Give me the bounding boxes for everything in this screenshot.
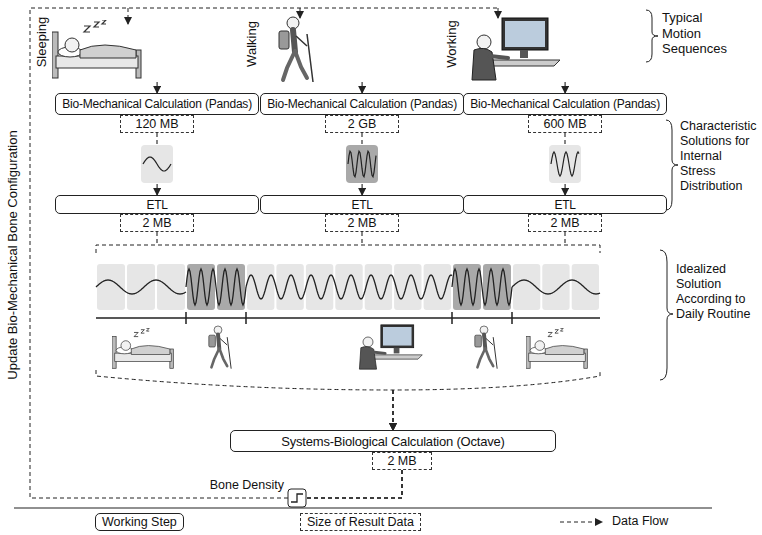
step-icon (291, 494, 303, 502)
stress-wave (551, 152, 579, 176)
size-box: 600 MB (528, 115, 602, 133)
stress-cell (483, 264, 511, 310)
node-text: Bio-Mechanical Calculation (Pandas) (62, 97, 252, 111)
stress-wave (143, 157, 171, 171)
feedback-branch (300, 8, 301, 18)
legend-item: Working Step (95, 513, 184, 531)
annotation-label: Characteristic Solutions for Internal St… (680, 119, 760, 194)
process-box: ETL (260, 195, 464, 214)
node-text: 2 MB (347, 216, 376, 230)
stress-icon (549, 145, 581, 183)
node-text: 2 MB (142, 216, 171, 230)
stress-cell (217, 264, 245, 310)
node-text: ETL (554, 198, 575, 212)
legend-arrow-sample (560, 522, 602, 523)
process-box: Systems-Biological Calculation (Octave) (230, 430, 556, 452)
stress-cell (276, 264, 303, 310)
rotated-label: Working (444, 20, 460, 67)
node-text: Bio-Mechanical Calculation (Pandas) (470, 97, 660, 111)
time-axis (96, 312, 600, 324)
stress-timeline (96, 264, 600, 310)
node-text: 120 MB (135, 117, 178, 131)
stress-wave (348, 151, 376, 177)
rotated-label: Walking (244, 21, 260, 67)
bracket (660, 250, 673, 380)
stress-wave (186, 269, 246, 305)
size-box: 2 MB (325, 214, 399, 232)
separator (14, 507, 712, 508)
stress-cell (365, 264, 392, 310)
bracket (666, 120, 678, 210)
node-text: 600 MB (543, 117, 586, 131)
node-text: 2 MB (387, 454, 416, 468)
stress-cell (157, 264, 185, 310)
annotation-label: Bone Density (190, 478, 284, 493)
walking-figure (475, 326, 497, 369)
data-flow-arrow (156, 133, 157, 195)
stress-cell (335, 264, 362, 310)
feedback-line (30, 8, 498, 498)
data-flow-arrow (362, 232, 393, 430)
working-figure (472, 18, 560, 80)
stress-wave (512, 280, 600, 294)
stress-cell (187, 264, 215, 310)
process-box: Bio-Mechanical Calculation (Pandas) (463, 93, 667, 115)
process-box: Bio-Mechanical Calculation (Pandas) (260, 93, 464, 115)
stress-cell (424, 264, 451, 310)
size-box: 120 MB (120, 115, 194, 133)
stress-cell (394, 264, 421, 310)
stress-cell (127, 264, 155, 310)
process-box: Bio-Mechanical Calculation (Pandas) (55, 93, 259, 115)
stress-cell (306, 264, 333, 310)
stress-icons (141, 145, 581, 183)
node-text: 2 GB (348, 117, 377, 131)
process-box: ETL (55, 195, 259, 214)
stress-wave (96, 280, 186, 294)
stress-cell (572, 264, 599, 310)
band-bracket (96, 370, 600, 390)
feedback-branch (498, 8, 499, 18)
size-box: 2 MB (528, 214, 602, 232)
stress-icon (141, 145, 173, 183)
node-text: ETL (351, 198, 372, 212)
stress-cell (247, 264, 274, 310)
annotation-label: Idealized Solution According to Daily Ro… (676, 262, 752, 322)
data-flow-arrow (157, 232, 393, 430)
feedback-branch (128, 8, 129, 24)
node-text: ETL (146, 198, 167, 212)
node-text: 2 MB (550, 216, 579, 230)
size-box: 2 MB (120, 214, 194, 232)
sleeping-figure (112, 328, 173, 368)
annotation-label: Typical Motion Sequences (662, 10, 736, 57)
working-figure (359, 325, 422, 369)
stress-icon (346, 145, 378, 183)
band-bracket (96, 245, 600, 253)
walking-figure (209, 326, 231, 369)
bracket (646, 10, 658, 62)
process-box: ETL (463, 195, 667, 214)
node-text: Systems-Biological Calculation (Octave) (281, 434, 504, 449)
sleeping-figure (52, 20, 141, 78)
node-text: Bio-Mechanical Calculation (Pandas) (267, 97, 457, 111)
legend-item: Size of Result Data (300, 513, 421, 531)
rotated-label: Update Bio-Mechanical Bone Configuration (5, 130, 21, 379)
stress-cell (453, 264, 481, 310)
step-icon (288, 489, 306, 507)
stress-wave (452, 269, 512, 305)
data-flow-arrow (393, 232, 565, 430)
stress-cell (542, 264, 569, 310)
data-flow-arrow (361, 133, 362, 195)
data-flow-arrow (564, 133, 565, 195)
sleeping-figure (526, 328, 587, 368)
rotated-label: Sleeping (34, 17, 50, 68)
stress-wave (246, 275, 452, 299)
legend-item: Data Flow (606, 513, 674, 529)
size-box: 2 MB (372, 452, 432, 470)
size-box: 2 GB (325, 115, 399, 133)
walking-figure (279, 17, 313, 82)
